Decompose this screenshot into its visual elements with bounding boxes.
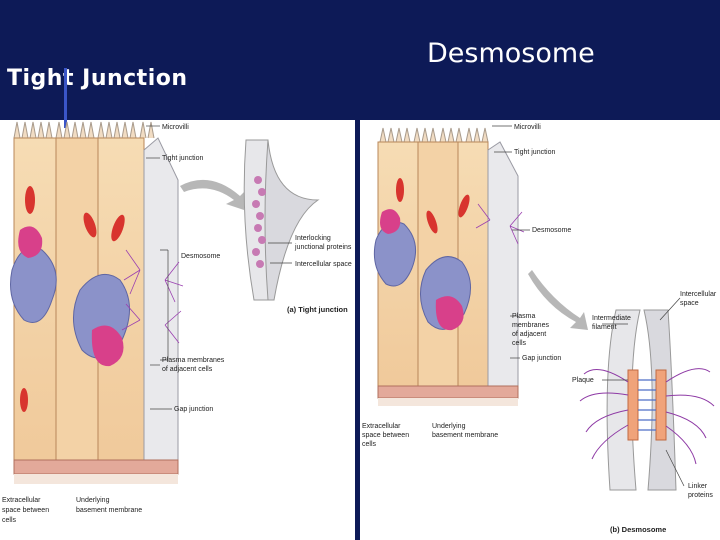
label-underlying-r: Underlying <box>432 423 466 430</box>
nuclei-left <box>10 226 131 367</box>
label-junctional-proteins: junctional proteins <box>294 244 352 251</box>
label-plasma-r3: of adjacent <box>512 331 546 338</box>
label-extracellular: Extracellular <box>2 497 41 504</box>
slide-title-tight-junction: Tight Junction <box>7 66 188 91</box>
epithelial-cells-left <box>13 137 179 469</box>
label-linker: Linker <box>688 483 708 490</box>
label-gap-junction-r: Gap junction <box>522 355 561 362</box>
caption-desmosome: (b) Desmosome <box>610 525 666 534</box>
label-space-between: space between <box>2 507 49 514</box>
label-microvilli-r: Microvilli <box>514 124 541 131</box>
label-intercellular-space: Intercellular space <box>295 261 352 268</box>
nuclei-right <box>373 209 471 331</box>
label-underlying: Underlying <box>76 497 110 504</box>
label-tight-junction: Tight junction <box>162 155 203 162</box>
label-intermediate: Intermediate <box>592 315 631 322</box>
label-cells-r: cells <box>362 441 377 448</box>
leader-lines-left <box>146 125 292 410</box>
intermediate-filaments-right <box>475 203 525 245</box>
label-intercellular-r2: space <box>680 300 699 307</box>
label-basement-membrane-r: basement membrane <box>432 432 498 439</box>
basement-membrane-right <box>377 385 519 399</box>
slide-header <box>0 0 720 120</box>
desmosome-enlarged <box>579 309 715 491</box>
mitochondria-left <box>20 186 125 412</box>
panel-divider <box>355 120 360 540</box>
caption-tight-junction: (a) Tight junction <box>287 305 348 314</box>
zoom-arrow-left <box>180 179 246 210</box>
intermediate-filaments-left <box>121 249 184 344</box>
slide-title-desmosome: Desmosome <box>427 38 595 69</box>
microvilli-left <box>13 121 155 139</box>
microvilli-right <box>379 127 489 143</box>
desmosome-diagram: Microvilli Tight junction Desmosome Plas… <box>362 124 717 534</box>
label-space-between-r: space between <box>362 432 409 439</box>
label-interlocking: Interlocking <box>295 235 331 242</box>
zoom-arrow-right <box>528 270 588 330</box>
label-tight-junction-r: Tight junction <box>514 149 555 156</box>
mitochondria-right <box>396 178 470 234</box>
label-microvilli: Microvilli <box>162 124 189 131</box>
label-desmosome-r: Desmosome <box>532 227 571 234</box>
tight-junction-diagram: Microvilli Tight junction Interlocking j… <box>2 121 352 524</box>
basement-membrane-left <box>13 459 179 475</box>
label-plasma-adjacent: of adjacent cells <box>162 366 213 373</box>
label-plasma-r2: membranes <box>512 322 549 329</box>
tight-junction-enlarged <box>243 139 320 301</box>
label-extracellular-r: Extracellular <box>362 423 401 430</box>
label-gap-junction: Gap junction <box>174 406 213 413</box>
label-plasma-r4: cells <box>512 340 527 347</box>
label-plasma-r1: Plasma <box>512 313 535 320</box>
label-proteins: proteins <box>688 492 713 499</box>
label-filament: filament <box>592 324 617 331</box>
label-plasma-membranes: Plasma membranes <box>162 357 225 364</box>
title-accent-bar <box>64 68 67 128</box>
label-plaque: Plaque <box>572 377 594 384</box>
leader-lines-right <box>492 125 685 487</box>
label-desmosome: Desmosome <box>181 253 220 260</box>
label-intercellular-r1: Intercellular <box>680 291 717 298</box>
label-cells: cells <box>2 517 17 524</box>
label-basement-membrane: basement membrane <box>76 507 142 514</box>
